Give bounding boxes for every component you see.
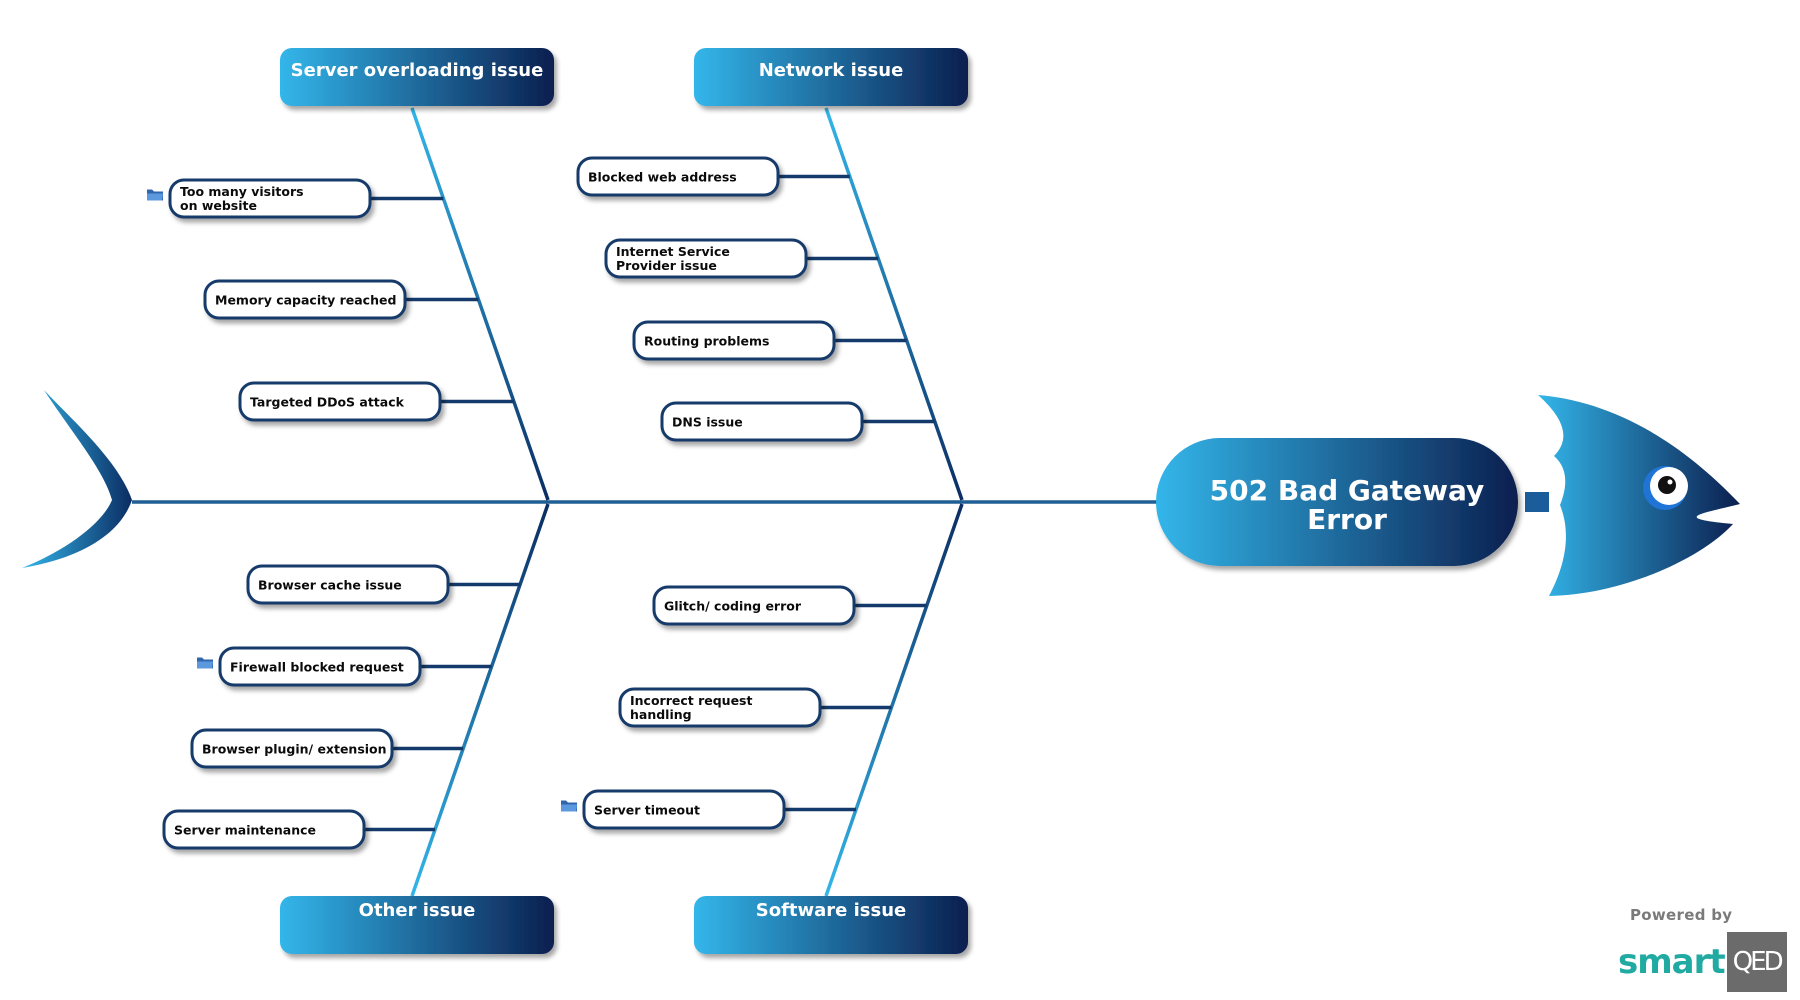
- cause-server-maintenance: Server maintenance: [162, 809, 436, 850]
- cause-label-line2: Provider issue: [616, 258, 717, 273]
- cause-browser-plugin-extension: Browser plugin/ extension: [190, 728, 464, 769]
- cause-glitch-coding-error: Glitch/ coding error: [652, 585, 927, 626]
- bone-server-overloading-issue: [410, 107, 550, 501]
- cause-label: Blocked web address: [588, 170, 737, 185]
- cause-blocked-web-address: Blocked web address: [576, 156, 850, 197]
- cause-label: DNS issue: [672, 415, 743, 430]
- fish-head-icon: [1538, 395, 1740, 596]
- cause-label-line2: handling: [630, 707, 692, 722]
- cause-label: Browser cache issue: [258, 578, 402, 593]
- bone-network-issue: [824, 107, 964, 501]
- cause-label: Routing problems: [644, 334, 769, 349]
- brand-mark-box: QED: [1726, 932, 1787, 992]
- cause-label: Memory capacity reached: [215, 293, 396, 308]
- category-header-software-issue: Software issue: [694, 896, 968, 954]
- effect-label-line2: Error: [1307, 503, 1387, 536]
- bone-software-issue: [824, 503, 964, 897]
- cause-label: Glitch/ coding error: [664, 599, 802, 614]
- eye-icon: [1643, 466, 1688, 510]
- categories: Server overloading issue Network issueOth…: [280, 48, 968, 954]
- cause-label: Server timeout: [594, 803, 700, 818]
- cause-routing-problems: Routing problems: [632, 320, 907, 361]
- effect-box: 502 Bad Gateway Error: [1156, 438, 1518, 566]
- folder-icon[interactable]: [197, 657, 213, 669]
- fish-tail-icon: [22, 390, 132, 568]
- cause-server-timeout: Server timeout: [561, 789, 857, 830]
- cause-label: Server maintenance: [174, 823, 316, 838]
- bone-other-issue: [410, 503, 550, 897]
- category-label: Other issue: [359, 900, 476, 921]
- category-header-server-overloading-issue: Server overloading issue: [280, 48, 554, 106]
- brand-mark: QED: [1732, 947, 1784, 977]
- head-connector: [1525, 492, 1549, 512]
- brand-logo: smart QED: [1618, 932, 1787, 992]
- cause-label: Firewall blocked request: [230, 660, 404, 675]
- cause-firewall-blocked-request: Firewall blocked request: [197, 646, 492, 687]
- brand-name: smart: [1618, 942, 1726, 982]
- folder-icon[interactable]: [147, 189, 163, 201]
- category-label: Server overloading issue: [291, 60, 544, 81]
- effect-label-line1: 502 Bad Gateway: [1210, 474, 1485, 507]
- folder-icon[interactable]: [561, 800, 577, 812]
- cause-label-line1: Too many visitors: [180, 184, 304, 199]
- cause-label: Browser plugin/ extension: [202, 742, 387, 757]
- category-label: Software issue: [756, 900, 907, 921]
- cause-dns-issue: DNS issue: [660, 401, 935, 442]
- cause-label-line2: on website: [180, 198, 257, 213]
- cause-label-line1: Internet Service: [616, 244, 730, 259]
- powered-by-label: Powered by: [1630, 906, 1733, 924]
- category-label: Network issue: [759, 60, 904, 81]
- cause-label-line1: Incorrect request: [630, 693, 752, 708]
- category-header-other-issue: Other issue: [280, 896, 554, 954]
- cause-targeted-ddos-attack: Targeted DDoS attack: [238, 381, 514, 422]
- cause-memory-capacity-reached: Memory capacity reached: [203, 279, 479, 320]
- cause-label: Targeted DDoS attack: [250, 395, 405, 410]
- category-header-network-issue: Network issue: [694, 48, 968, 106]
- cause-browser-cache-issue: Browser cache issue: [246, 564, 521, 605]
